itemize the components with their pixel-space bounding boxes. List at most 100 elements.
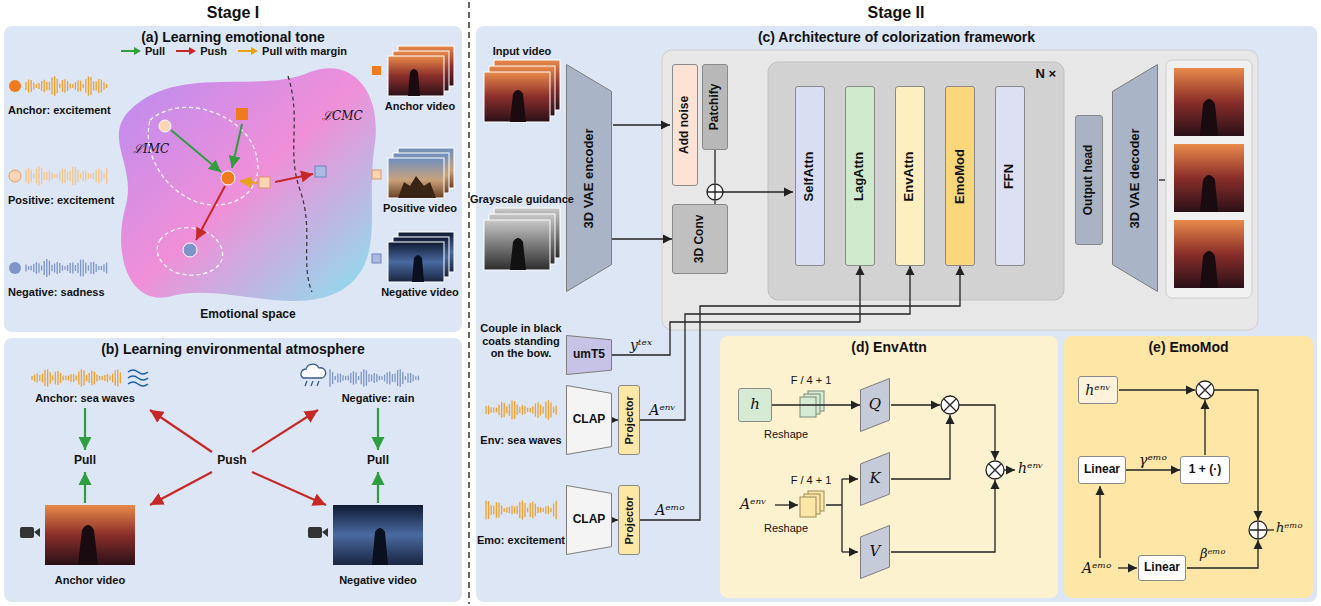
text-label: Negative: rain: [342, 392, 415, 405]
waveform-bar: [355, 372, 356, 384]
shape-box: umT5: [566, 335, 612, 375]
negative-marker: [372, 254, 381, 263]
box-label: Projector: [623, 396, 636, 444]
waveform-bar: [44, 261, 45, 275]
waveform-bar: [506, 407, 507, 414]
waveform-bar: [99, 376, 100, 380]
waveform-bar: [342, 375, 343, 381]
waveform-bar: [109, 375, 110, 380]
anchor-marker: [372, 66, 381, 75]
waveform-bar: [34, 374, 35, 381]
waveform-bar: [332, 372, 333, 384]
process-box: LagAttn: [845, 86, 875, 266]
waveform-bar: [75, 265, 76, 271]
camera-icon: [322, 528, 328, 537]
waveform-bar: [345, 376, 346, 380]
waveform-bar: [506, 508, 507, 513]
waveform-bar: [25, 170, 26, 182]
waveform-bar: [64, 79, 65, 93]
waveform-bar: [85, 171, 86, 181]
box-label: 3D VAE encoder: [582, 128, 597, 228]
waveform-bar: [90, 77, 91, 95]
waveform-bar: [28, 266, 29, 270]
text-label: Reshape: [764, 428, 808, 441]
waveform-bar: [485, 406, 486, 414]
process-box: Add noise: [672, 64, 698, 186]
waveform-bar: [31, 376, 32, 380]
waveform-bar: [64, 266, 65, 270]
waveform-bar: [335, 376, 336, 380]
text-label: Reshape: [764, 522, 808, 535]
waveform-bar: [59, 84, 60, 88]
product-symbol: [944, 399, 956, 411]
flow-arrow: [723, 191, 793, 192]
waveform-bar: [101, 80, 102, 93]
waveform-bar: [83, 371, 84, 386]
silhouette: [372, 528, 388, 565]
legend-sample: [120, 46, 142, 56]
pull-arrow: [84, 472, 86, 503]
waveform-bar: [371, 375, 372, 382]
flow-arrow: [1118, 567, 1137, 568]
box-label: LagAttn: [853, 151, 868, 200]
waveform-bar: [76, 376, 77, 381]
waveform-bar: [501, 402, 502, 418]
push-arrow: [150, 410, 212, 452]
legend-sample: [238, 50, 252, 52]
waveform-bar: [36, 84, 37, 88]
repeat-label: N ×: [768, 62, 1064, 81]
waveform-bar: [358, 376, 359, 380]
anchor-dot: [9, 80, 21, 92]
waveform-bar: [85, 263, 86, 274]
text-label: Grayscale guidance: [470, 193, 574, 206]
waveform-bar: [49, 82, 50, 90]
waveform-bar: [103, 264, 104, 272]
waveform-bar: [543, 508, 544, 512]
box-label: h: [750, 396, 760, 413]
flow-line: [1267, 529, 1274, 530]
sum-symbol: [707, 184, 723, 200]
legend-sample: [176, 50, 190, 52]
flow-arrow: [613, 124, 670, 125]
waveform-bar: [389, 372, 390, 385]
process-box: Projector: [618, 385, 640, 455]
waveform-bar: [90, 262, 91, 274]
process-box: Linear: [1078, 456, 1126, 484]
reshape-stack: [800, 397, 816, 417]
waveform-bar: [68, 376, 69, 381]
waveform-bar: [28, 80, 29, 93]
waveform-bar: [75, 167, 76, 186]
product-symbol: [986, 461, 1004, 479]
flow-arrow: [1099, 486, 1100, 558]
cloud-icon: [301, 364, 326, 378]
flow-arrow: [842, 551, 858, 552]
waveform-bar: [556, 501, 557, 520]
waveform-bar: [511, 401, 512, 420]
stage-divider: [468, 2, 470, 604]
waveform-bar: [96, 170, 97, 182]
cluster-outline: [157, 228, 222, 275]
waveform-bar: [38, 83, 39, 89]
waveform-bar: [33, 83, 34, 90]
waveform-bar: [537, 402, 538, 418]
box-outline: [861, 526, 890, 579]
waveform-bar: [57, 262, 58, 274]
box-label: FFN: [1003, 163, 1018, 188]
waveform-bar: [67, 265, 68, 271]
push-arrow: [196, 186, 225, 240]
waveform-bar: [381, 376, 382, 380]
legend-text: Push: [200, 45, 227, 57]
waveform-bar: [39, 375, 40, 381]
box-outline: [567, 65, 612, 292]
legend-text: Pull: [145, 45, 165, 57]
waveform-bar: [31, 266, 32, 271]
text-label: Env: sea waves: [480, 434, 561, 447]
text-label: ℒCMC: [322, 110, 363, 124]
waveform-bar: [104, 375, 105, 381]
text-label: F / 4 + 1: [791, 374, 832, 387]
waveform-bar: [54, 264, 55, 273]
waveform-bar: [46, 82, 47, 91]
waveform-bar: [101, 170, 102, 182]
waveform-bar: [517, 405, 518, 416]
waveform-bar: [51, 172, 52, 179]
